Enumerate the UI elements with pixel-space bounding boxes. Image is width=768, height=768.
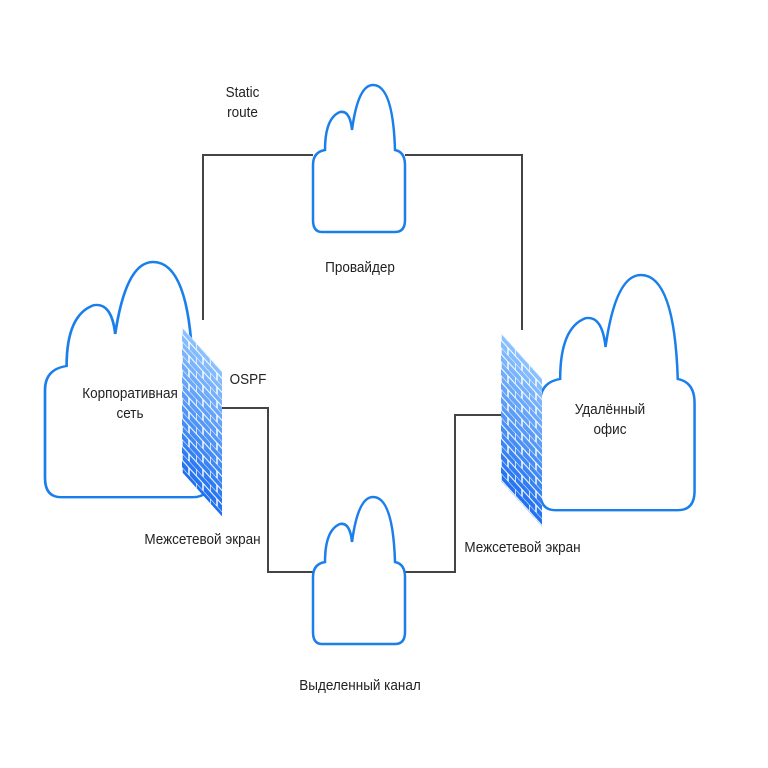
ospf-link [222,407,313,573]
remote-office-label: Удалённый офис [556,400,664,440]
leased-channel-label: Выделенный канал [299,677,421,694]
firewall-left-label: Межсетевой экран [144,531,261,548]
remote-office-cloud [538,273,696,512]
firewall-right-icon [501,333,542,527]
provider-remote-link [405,154,523,330]
static-label-line2: route [227,104,258,121]
static-label-line1: Static [225,84,260,101]
leased-remote-link [405,414,502,573]
corporate-label-line2: сеть [116,405,144,422]
remote-label-line2: офис [593,421,627,438]
remote-label-line1: Удалённый [574,401,646,418]
provider-cloud [311,83,407,234]
corporate-label-line1: Корпоративная [82,385,178,402]
leased-channel-cloud [311,495,407,646]
ospf-label: OSPF [229,371,267,388]
firewall-right-label: Межсетевой экран [464,539,581,556]
corporate-network-label: Корпоративная сеть [67,384,193,424]
static-route-label: Static route [218,83,268,123]
firewall-left-icon [182,327,222,517]
provider-label: Провайдер [325,259,395,276]
static-route-link [202,154,313,320]
